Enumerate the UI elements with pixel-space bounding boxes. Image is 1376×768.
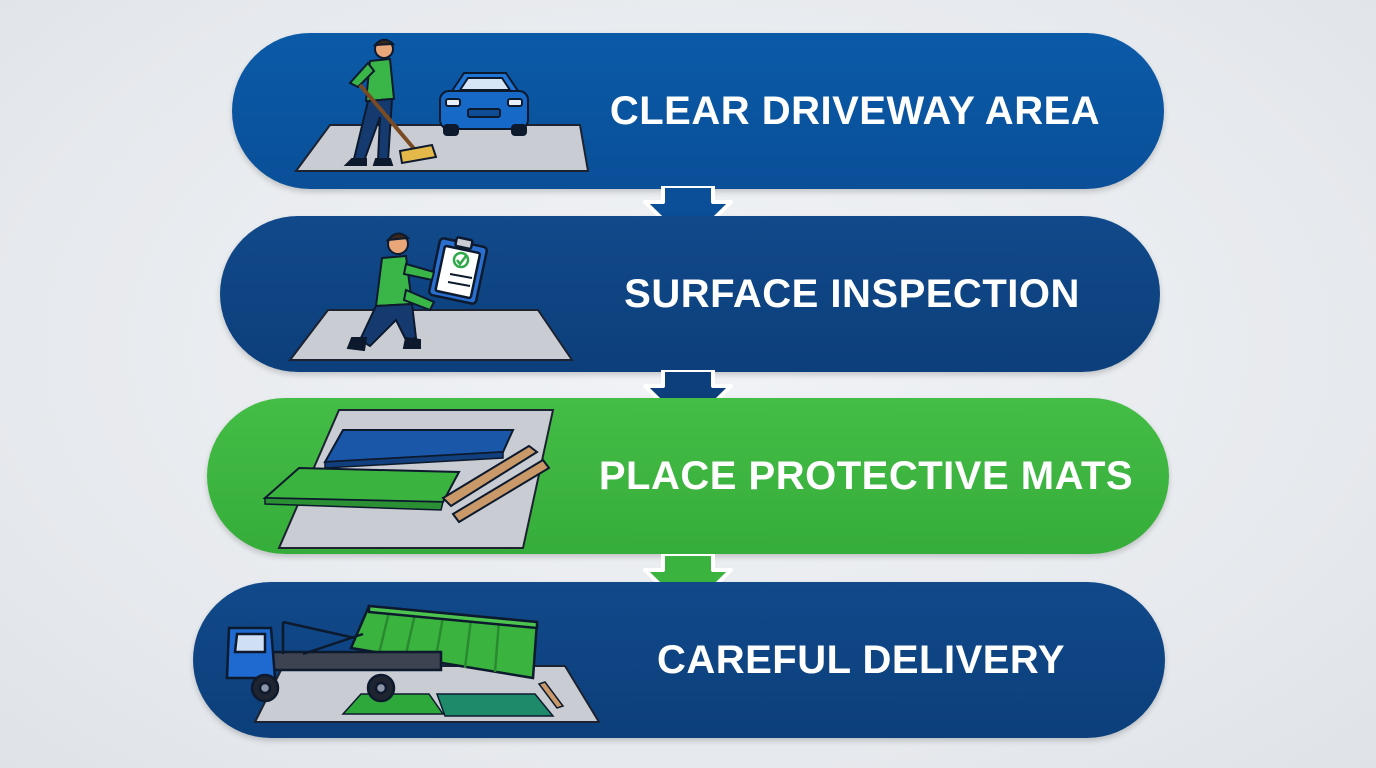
step-surface-inspection: SURFACE INSPECTION	[220, 216, 1160, 372]
step-clear-driveway-area: CLEAR DRIVEWAY AREA	[232, 33, 1164, 189]
step-careful-delivery: CAREFUL DELIVERY	[193, 582, 1165, 738]
worker-sweeping-icon	[294, 38, 590, 172]
step-label: CAREFUL DELIVERY	[656, 637, 1066, 682]
step-label: PLACE PROTECTIVE MATS	[598, 453, 1134, 498]
step-label: SURFACE INSPECTION	[624, 271, 1080, 316]
protective-mats-icon	[262, 409, 555, 549]
step-place-protective-mats: PLACE PROTECTIVE MATS	[207, 398, 1169, 554]
dumpster-truck-icon	[225, 604, 601, 723]
step-label: CLEAR DRIVEWAY AREA	[609, 88, 1101, 133]
worker-inspecting-clipboard-icon	[287, 232, 574, 361]
